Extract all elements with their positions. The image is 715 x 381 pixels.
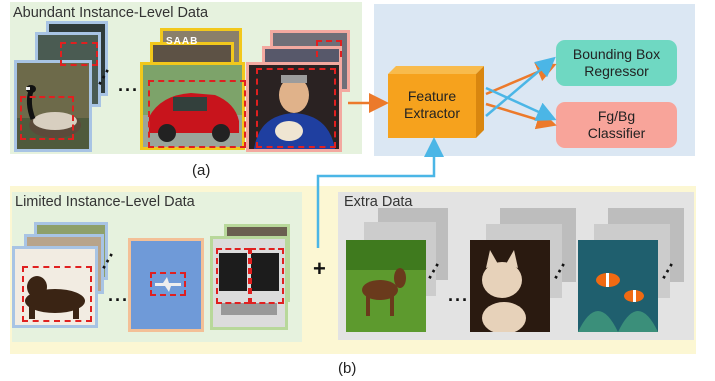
extra-data-ellipsis: ··· [448, 290, 469, 310]
arrow-extractor-to-bbox-orange [485, 62, 557, 96]
monitor-right-bbox [250, 248, 284, 304]
goose-back-bbox [60, 42, 98, 66]
airplane-image [128, 238, 204, 332]
cls-line2: Classifier [587, 125, 646, 141]
dog-photo [15, 249, 95, 325]
person-bbox [256, 68, 336, 148]
airplane-shape [155, 277, 181, 292]
person-photo [249, 65, 339, 149]
cls-line1: Fg/Bg [597, 108, 636, 124]
clownfish-photo [578, 240, 658, 332]
bbox-line1: Bounding Box [572, 46, 661, 62]
panel-b-caption: (b) [338, 360, 357, 377]
plus-sign: + [313, 256, 326, 281]
saab-logo: SAAB [166, 36, 199, 47]
goose-bbox [20, 96, 74, 140]
cat-image [470, 240, 550, 332]
fg-bg-classifier-node: Fg/Bg Classifier [556, 102, 677, 148]
feature-extractor-line1: Feature [407, 88, 457, 104]
bounding-box-regressor-node: Bounding Box Regressor [556, 40, 677, 86]
limited-data-ellipsis: ··· [108, 290, 129, 310]
extra-data-title: Extra Data [344, 194, 413, 210]
goose-photo [17, 63, 89, 149]
dog-image [12, 246, 98, 328]
horse-image [346, 240, 426, 332]
airplane-bbox [150, 272, 186, 296]
arrow-panel-b-to-extractor [316, 137, 444, 248]
limited-data-title: Limited Instance-Level Data [15, 194, 195, 210]
feature-extractor-box [388, 66, 484, 138]
panel-a-ellipsis: ··· [118, 80, 139, 100]
clownfish-image [578, 240, 658, 332]
feature-extractor-line2: Extractor [403, 105, 460, 121]
bbox-line2: Regressor [584, 63, 649, 79]
person-image [246, 62, 342, 152]
arrow-extractor-to-bbox-blue [485, 56, 556, 117]
dog-bbox [22, 266, 92, 322]
arrow-extractor-to-classifier-blue [485, 86, 557, 121]
cat-photo [470, 240, 550, 332]
car-image [140, 62, 245, 150]
monitor-left-bbox [216, 248, 250, 304]
panel-a-title: Abundant Instance-Level Data [13, 5, 209, 21]
car-bbox [148, 80, 246, 148]
car-photo [143, 65, 242, 147]
goose-image [14, 60, 92, 152]
panel-a-caption: (a) [192, 162, 211, 179]
feature-extractor-label: Feature Extractor [388, 76, 476, 134]
horse-photo [346, 240, 426, 332]
